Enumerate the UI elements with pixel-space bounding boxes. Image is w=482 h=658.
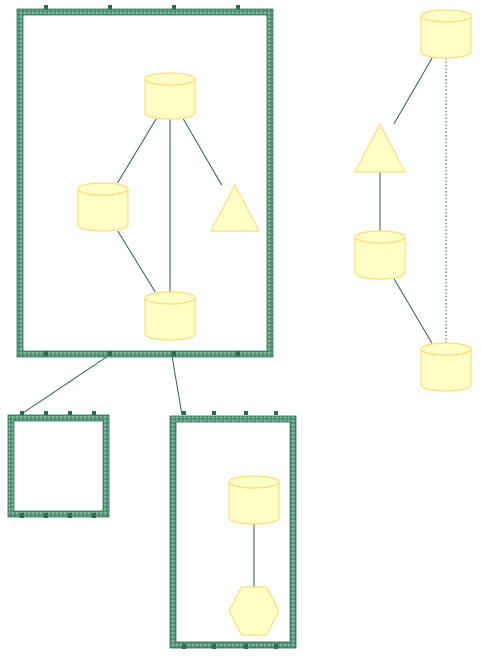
node-a1-cylinder-icon[interactable] [144, 72, 196, 120]
node-r3-cylinder-icon[interactable] [354, 230, 406, 280]
node-a2-cylinder-icon[interactable] [77, 182, 129, 232]
edge-a1-a2[interactable] [117, 118, 157, 184]
edge-a1-a3[interactable] [182, 118, 223, 186]
edge-r1-r2[interactable] [393, 57, 433, 125]
node-a3-triangle-icon[interactable] [210, 183, 260, 232]
edge-a2-a4[interactable] [117, 230, 156, 293]
node-r4-cylinder-icon[interactable] [420, 342, 472, 392]
node-r1-cylinder-icon[interactable] [420, 9, 472, 59]
node-a4-cylinder-icon[interactable] [144, 291, 196, 341]
node-c1-cylinder-icon[interactable] [228, 475, 280, 525]
nodes-layer [77, 9, 472, 636]
edge-group-a-group-b[interactable] [19, 355, 109, 416]
edges-layer [19, 57, 447, 587]
edge-r3-r4[interactable] [393, 278, 433, 344]
group-c-handles[interactable] [182, 411, 278, 649]
group-frame-c[interactable] [169, 411, 297, 649]
group-frame-b[interactable] [7, 411, 110, 518]
node-r2-triangle-icon[interactable] [354, 122, 406, 173]
edge-group-a-group-c[interactable] [171, 355, 183, 416]
group-b-handles[interactable] [20, 411, 96, 518]
group-a-handles[interactable] [44, 5, 240, 356]
group-frame-a[interactable] [16, 5, 274, 358]
node-c2-hexagon-icon[interactable] [228, 586, 280, 636]
